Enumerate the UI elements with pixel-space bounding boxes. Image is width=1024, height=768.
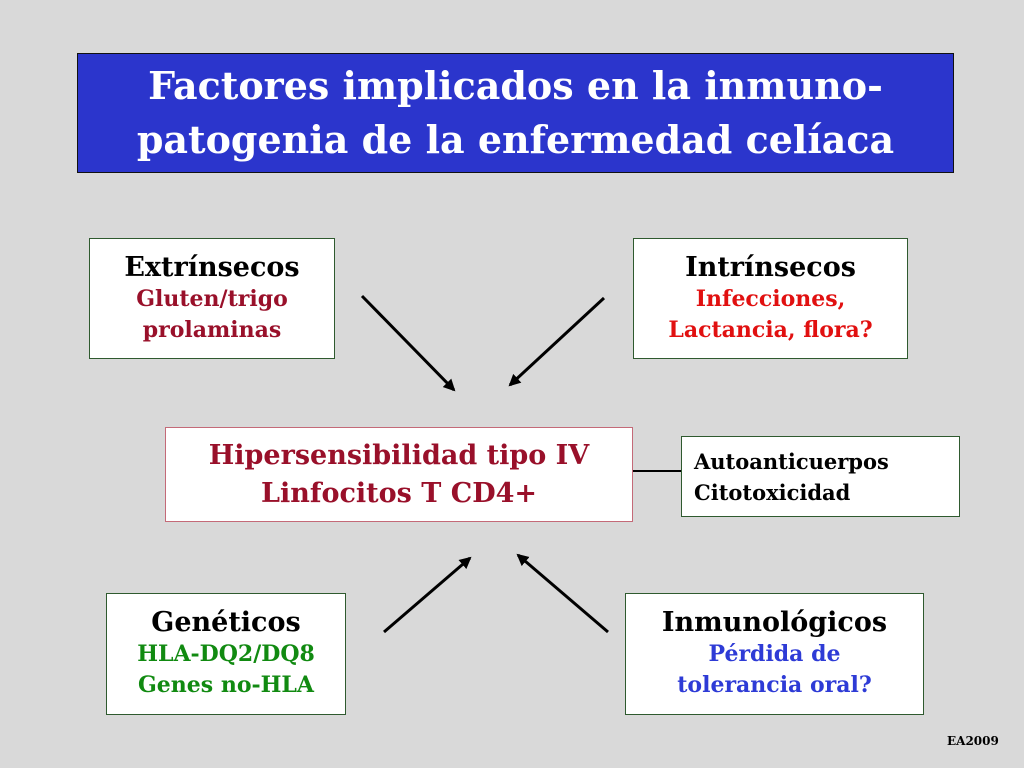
extrinsic-line-1: Gluten/trigo bbox=[136, 285, 288, 312]
immunologic-factors-box: Inmunológicos Pérdida de tolerancia oral… bbox=[625, 593, 924, 715]
intrinsic-line-1: Infecciones, bbox=[695, 285, 846, 312]
immunologic-line-1: Pérdida de bbox=[708, 641, 841, 667]
hypersensitivity-box: Hipersensibilidad tipo IV Linfocitos T C… bbox=[165, 427, 633, 522]
center-line-1: Hipersensibilidad tipo IV bbox=[208, 439, 590, 471]
title-line-2: patogenia de la enfermedad celíaca bbox=[136, 117, 895, 162]
genetic-line-2: Genes no-HLA bbox=[138, 672, 314, 698]
genetic-heading: Genéticos bbox=[151, 607, 301, 638]
effects-box: Autoanticuerpos Citotoxicidad bbox=[681, 436, 960, 517]
immunologic-heading: Inmunológicos bbox=[661, 607, 888, 638]
intrinsic-line-2: Lactancia, flora? bbox=[668, 316, 873, 343]
effects-line-2: Citotoxicidad bbox=[694, 479, 851, 505]
arrow-immunologic-to-center bbox=[516, 553, 609, 634]
immunologic-line-2: tolerancia oral? bbox=[677, 672, 872, 698]
extrinsic-factors-box: Extrínsecos Gluten/trigo prolaminas bbox=[89, 238, 335, 359]
arrow-intrinsic-to-center bbox=[508, 296, 606, 387]
genetic-line-1: HLA-DQ2/DQ8 bbox=[137, 641, 315, 667]
extrinsic-line-2: prolaminas bbox=[142, 316, 282, 343]
arrow-genetic-to-center bbox=[383, 556, 472, 634]
genetic-factors-box: Genéticos HLA-DQ2/DQ8 Genes no-HLA bbox=[106, 593, 346, 715]
title-line-1: Factores implicados en la inmuno- bbox=[148, 63, 883, 108]
center-line-2: Linfocitos T CD4+ bbox=[260, 477, 538, 509]
extrinsic-heading: Extrínsecos bbox=[124, 251, 300, 283]
intrinsic-heading: Intrínsecos bbox=[685, 251, 856, 283]
footer-credit: EA2009 bbox=[947, 734, 999, 748]
intrinsic-factors-box: Intrínsecos Infecciones, Lactancia, flor… bbox=[633, 238, 908, 359]
effects-line-1: Autoanticuerpos bbox=[694, 448, 889, 474]
title-banner: Factores implicados en la inmuno- patoge… bbox=[77, 53, 954, 173]
arrow-extrinsic-to-center bbox=[360, 294, 456, 392]
